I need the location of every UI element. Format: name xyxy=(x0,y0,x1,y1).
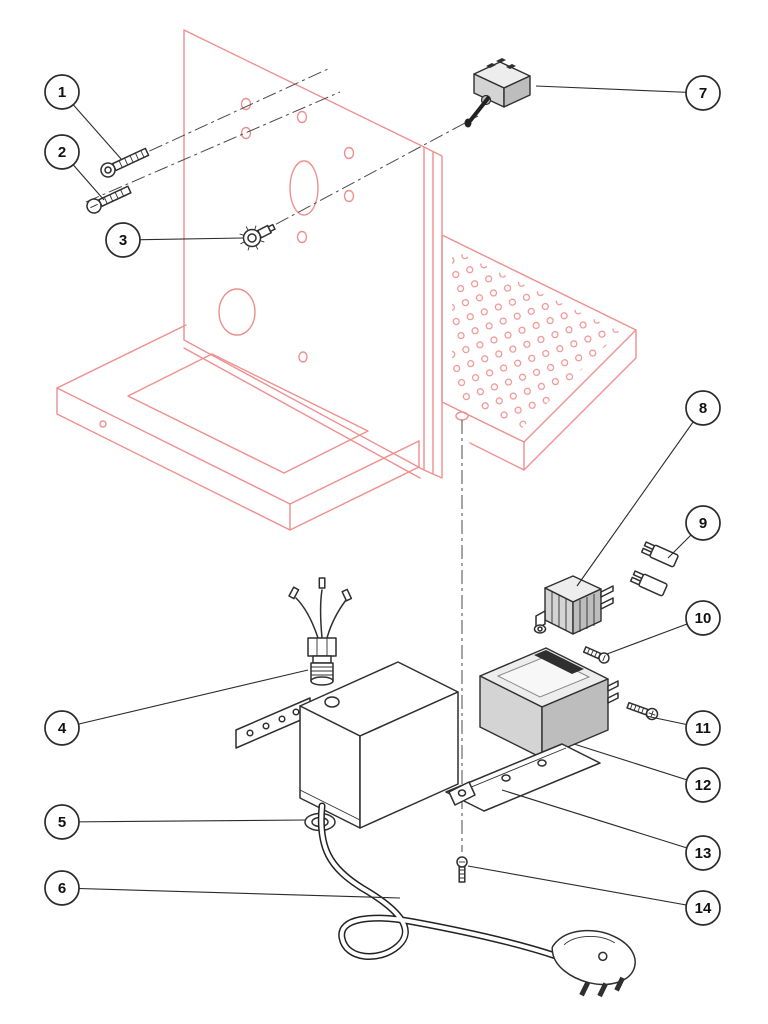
screw-2-part xyxy=(86,185,132,214)
switch-terminal xyxy=(506,64,516,69)
callout-6: 6 xyxy=(44,870,401,906)
callout-number: 6 xyxy=(58,880,66,897)
transformer-label-strip xyxy=(534,650,584,674)
axis-line-switch xyxy=(253,115,479,237)
callout-number: 11 xyxy=(695,720,711,737)
callout-number: 1 xyxy=(58,84,66,101)
box-flange-bracket xyxy=(235,697,311,749)
transformer-tab xyxy=(607,680,619,692)
callout-number: 12 xyxy=(695,777,712,794)
callout-number: 4 xyxy=(58,720,67,737)
callout-number: 3 xyxy=(119,232,127,249)
callout-13: 13 xyxy=(501,789,721,871)
cable-gland-part xyxy=(288,577,353,686)
callout-number: 10 xyxy=(695,610,712,627)
callout-number: 13 xyxy=(695,845,712,862)
callout-12: 12 xyxy=(573,743,721,803)
transformer-tab xyxy=(607,692,619,704)
panel-hole xyxy=(296,110,308,124)
wire-ferrule xyxy=(288,586,300,600)
plug-pin xyxy=(579,981,590,997)
switch-terminal xyxy=(486,63,496,68)
callout-10: 10 xyxy=(606,600,721,655)
alignment-axes xyxy=(85,67,479,852)
plug-pin xyxy=(597,982,608,998)
panel-fold-edge xyxy=(423,146,443,479)
panel-hole xyxy=(343,189,355,203)
transformer-part xyxy=(479,647,619,759)
shelf-rim xyxy=(469,329,637,471)
screw-1-part xyxy=(100,147,150,178)
panel-cable-hole xyxy=(218,288,256,336)
fuse-terminals-part xyxy=(629,541,679,597)
power-entry-module-part xyxy=(533,575,614,635)
callout-number: 9 xyxy=(699,515,707,532)
callout-8: 8 xyxy=(576,390,721,587)
pan-hole xyxy=(99,420,107,428)
box-gland-hole xyxy=(324,696,340,708)
callout-number: 2 xyxy=(58,144,66,161)
base-pan xyxy=(56,324,421,531)
callout-4: 4 xyxy=(44,669,309,746)
panel-hole xyxy=(240,126,252,140)
axis-line-screw1 xyxy=(103,67,331,173)
panel-face xyxy=(183,29,425,471)
callouts: 1 2 3 4 5 6 7 xyxy=(44,74,721,926)
panel-slot xyxy=(289,160,319,216)
switch-terminal xyxy=(496,58,506,63)
module-terminal xyxy=(600,597,614,610)
wire-ferrule xyxy=(318,577,326,589)
pan-rim xyxy=(56,324,420,505)
callout-5: 5 xyxy=(44,804,307,840)
box-mount-tab xyxy=(448,781,476,806)
callout-14: 14 xyxy=(467,865,721,926)
mounting-plate-part xyxy=(445,743,601,812)
switch-lever-tip xyxy=(464,118,472,128)
callout-number: 8 xyxy=(699,400,707,417)
panel-hole xyxy=(343,146,355,160)
power-cord-part xyxy=(317,802,636,998)
pan-wall xyxy=(56,387,420,531)
switch-lever xyxy=(468,95,491,123)
toggle-switch-part xyxy=(464,58,531,128)
vertical-panel xyxy=(183,29,443,479)
pan-flange-line xyxy=(183,347,421,479)
panel-hole xyxy=(298,351,308,363)
box-front-face xyxy=(359,691,459,829)
plug xyxy=(551,929,636,998)
callout-7: 7 xyxy=(535,75,721,111)
shelf-mount-hole xyxy=(455,411,469,421)
gland-nut xyxy=(307,637,337,657)
module-terminal xyxy=(600,585,614,598)
callout-1: 1 xyxy=(44,74,123,161)
callout-2: 2 xyxy=(44,134,105,201)
chassis-bracket xyxy=(56,29,637,531)
panel-hole xyxy=(240,97,252,111)
callout-9: 9 xyxy=(667,505,721,559)
power-supply-box-part xyxy=(235,661,476,829)
plug-detail xyxy=(598,951,608,962)
callout-3: 3 xyxy=(105,222,244,258)
indicator-lamp-part xyxy=(239,223,276,251)
screw-10-part xyxy=(582,646,610,664)
pan-recess xyxy=(127,353,369,474)
perforated-shelf xyxy=(441,234,637,471)
gland-wires xyxy=(295,589,347,639)
callout-number: 14 xyxy=(695,900,712,917)
shelf-perforations xyxy=(452,249,620,428)
panel-hole xyxy=(296,230,308,244)
callout-number: 7 xyxy=(699,85,707,102)
screw-11-part xyxy=(626,701,659,721)
callout-11: 11 xyxy=(645,710,721,746)
wire-ferrule xyxy=(341,588,353,602)
plug-pin xyxy=(614,976,625,992)
axis-line-screw2 xyxy=(85,91,341,203)
screw-14-part xyxy=(456,856,468,883)
callout-number: 5 xyxy=(58,814,66,831)
